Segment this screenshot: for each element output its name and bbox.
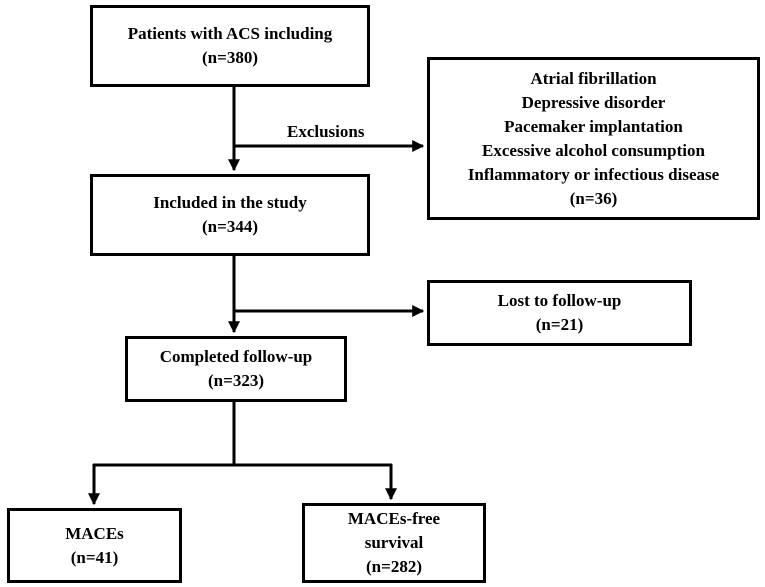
exclusion-item: Depressive disorder	[521, 92, 666, 112]
maces-free-subtitle: survival	[364, 533, 424, 552]
box-exclusion-criteria: Atrial fibrillation Depressive disorder …	[427, 57, 760, 220]
completed-title: Completed follow-up	[159, 347, 313, 366]
exclusion-count: (n=36)	[569, 188, 618, 208]
completed-count: (n=323)	[208, 371, 264, 390]
box-completed-follow-up: Completed follow-up (n=323)	[125, 336, 347, 402]
exclusions-label: Exclusions	[287, 122, 365, 141]
start-count: (n=380)	[202, 48, 258, 67]
maces-title: MACEs	[65, 523, 124, 543]
maces-free-title: MACEs-free	[347, 509, 441, 528]
maces-count: (n=41)	[70, 547, 119, 567]
exclusion-item: Excessive alcohol consumption	[482, 140, 705, 160]
box-lost-to-follow-up: Lost to follow-up (n=21)	[427, 280, 692, 346]
exclusion-item: Atrial fibrillation	[530, 68, 657, 88]
box-maces: MACEs (n=41)	[7, 508, 182, 583]
box-included-in-study: Included in the study (n=344)	[90, 174, 370, 256]
exclusion-item: Pacemaker implantation	[504, 116, 683, 136]
box-patients-with-acs: Patients with ACS including (n=380)	[90, 5, 370, 87]
lost-count: (n=21)	[535, 315, 584, 334]
included-title: Included in the study	[153, 193, 307, 212]
start-title: Patients with ACS including	[127, 24, 333, 43]
lost-title: Lost to follow-up	[497, 291, 622, 310]
included-count: (n=344)	[202, 217, 258, 236]
maces-free-count: (n=282)	[366, 557, 422, 576]
exclusion-item: Inflammatory or infectious disease	[467, 164, 720, 184]
box-maces-free-survival: MACEs-free survival (n=282)	[302, 503, 486, 583]
